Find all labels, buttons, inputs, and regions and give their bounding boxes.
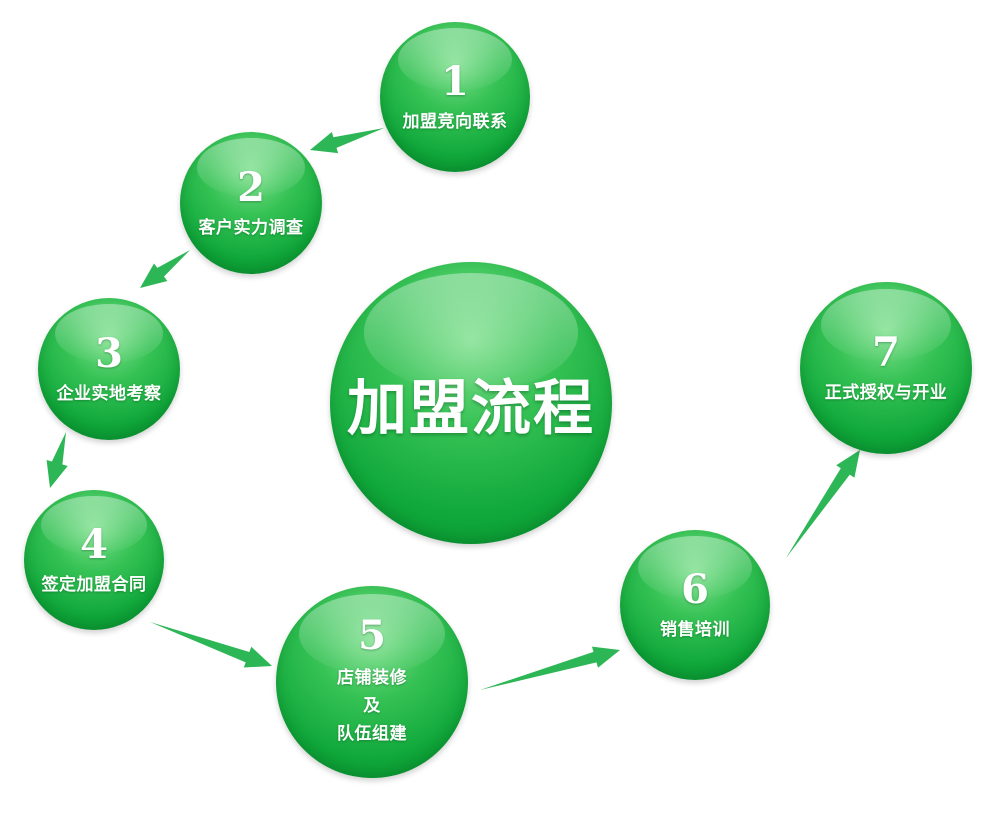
step-7-circle[interactable]: 7 正式授权与开业 xyxy=(800,282,972,454)
step-label: 客户实力调查 xyxy=(198,217,304,238)
step-number: 2 xyxy=(237,163,265,211)
step-5-circle[interactable]: 5 店铺装修 及 队伍组建 xyxy=(276,586,468,778)
step-label: 签定加盟合同 xyxy=(41,574,147,595)
step-label: 企业实地考察 xyxy=(56,383,162,404)
flow-arrow-5-to-6 xyxy=(480,646,620,690)
flow-arrow-2-to-3 xyxy=(140,250,190,288)
step-number: 6 xyxy=(681,565,709,613)
flow-arrow-3-to-4 xyxy=(46,432,68,488)
flow-arrow-4-to-5 xyxy=(150,622,272,668)
step-4-circle[interactable]: 4 签定加盟合同 xyxy=(24,490,164,630)
flow-arrow-1-to-2 xyxy=(310,128,384,154)
process-title: 加盟流程 xyxy=(347,373,595,444)
step-1-circle[interactable]: 1 加盟竞向联系 xyxy=(380,22,530,172)
step-label-line: 店铺装修 xyxy=(337,667,407,688)
step-2-circle[interactable]: 2 客户实力调查 xyxy=(180,132,322,274)
center-title-circle: 加盟流程 xyxy=(330,262,612,544)
step-number: 4 xyxy=(80,520,108,568)
step-number: 1 xyxy=(441,57,469,105)
step-label: 正式授权与开业 xyxy=(824,382,948,403)
step-6-circle[interactable]: 6 销售培训 xyxy=(620,530,770,680)
step-number: 3 xyxy=(95,329,123,377)
step-label: 销售培训 xyxy=(660,619,730,640)
step-label: 加盟竞向联系 xyxy=(402,111,508,132)
step-label-line: 及 xyxy=(363,695,381,716)
step-label: 店铺装修 及 队伍组建 xyxy=(337,664,407,748)
step-label-line: 队伍组建 xyxy=(337,724,407,745)
step-number: 5 xyxy=(358,611,386,659)
step-number: 7 xyxy=(872,328,900,376)
step-3-circle[interactable]: 3 企业实地考察 xyxy=(38,298,180,440)
flow-arrow-6-to-7 xyxy=(786,450,860,558)
